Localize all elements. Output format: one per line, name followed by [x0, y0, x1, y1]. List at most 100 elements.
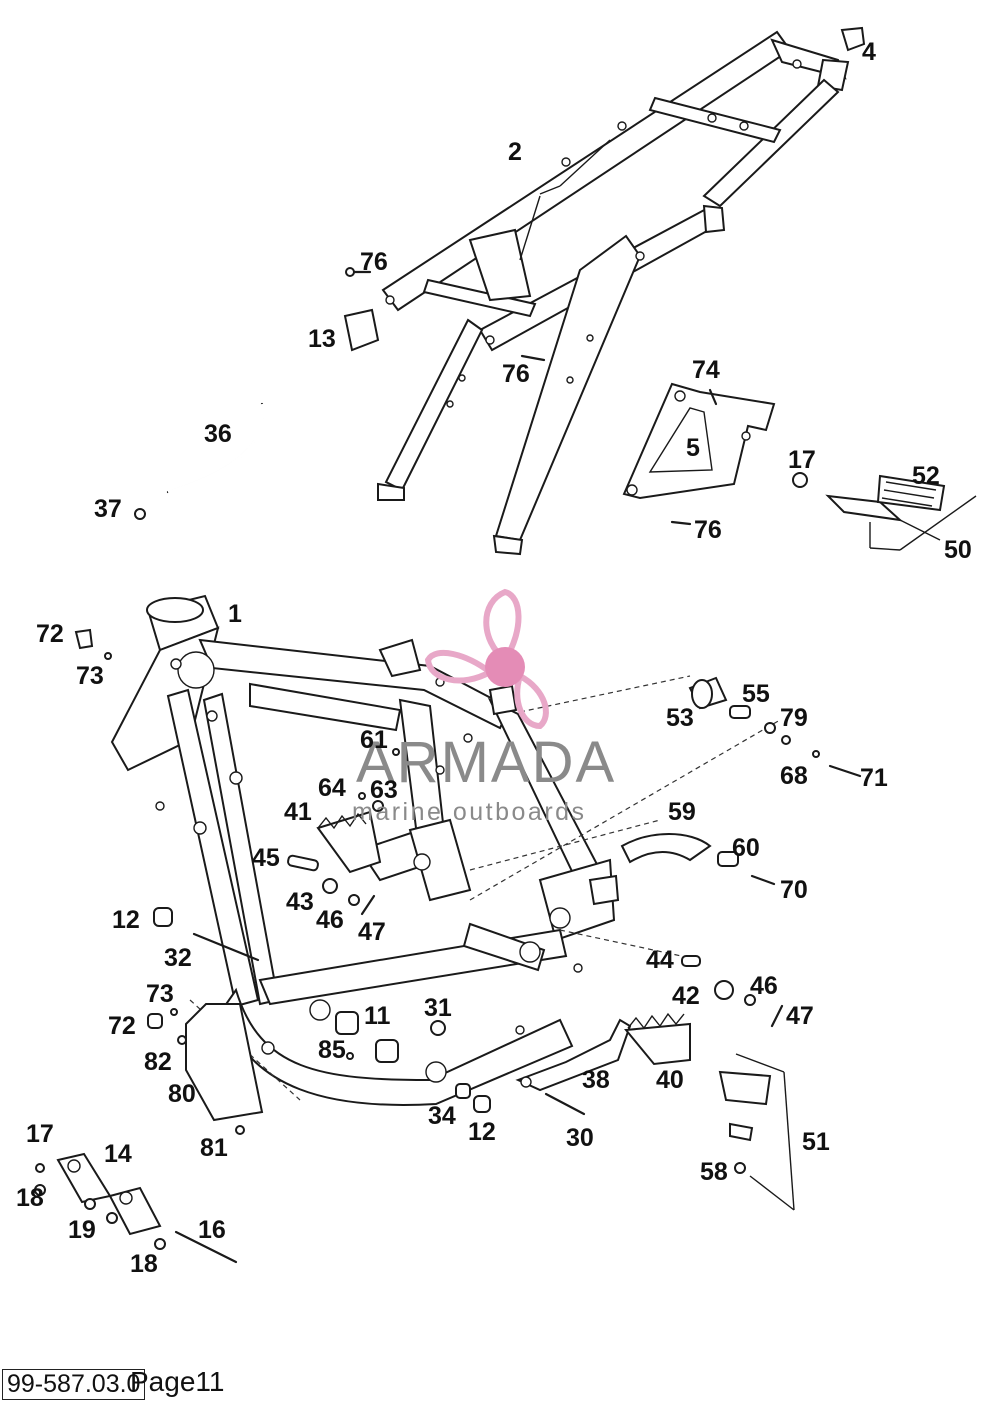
callout-label: 1 [228, 600, 242, 628]
nut-part-31 [430, 1020, 446, 1036]
washer-part-79b [781, 735, 791, 745]
callout-label: 45 [252, 844, 280, 872]
guard-plate-part-80 [177, 1003, 264, 1135]
sleeve-part-55 [729, 705, 751, 719]
propeller-hub-icon [485, 647, 525, 687]
callout-label: 53 [666, 704, 694, 732]
pivot-bushing-part-53 [688, 676, 728, 710]
bolt-part-70 [750, 874, 776, 886]
callout-label: 19 [68, 1216, 96, 1244]
bolt-76-middle [520, 354, 546, 362]
callout-label: 76 [360, 248, 388, 276]
callout-label: 18 [16, 1184, 44, 1212]
callout-labels: 4 2 76 13 76 74 5 36 17 52 37 76 50 1 72… [16, 38, 972, 1278]
side-bracket-part-5 [622, 382, 776, 526]
spacer-part-60 [717, 851, 739, 867]
callout-label: 4 [862, 38, 876, 66]
callout-label: 37 [94, 495, 122, 523]
bumper-part-72-top [74, 628, 112, 660]
washer-part-46-left [348, 894, 360, 906]
callout-label: 58 [700, 1158, 728, 1186]
callout-label: 68 [780, 762, 808, 790]
callout-label: 82 [144, 1048, 172, 1076]
callout-label: 63 [370, 776, 398, 804]
clip-part-13 [343, 308, 380, 352]
callout-label: 46 [750, 972, 778, 1000]
callout-label: 73 [146, 980, 174, 1008]
pivot-bolt-part-71 [828, 764, 862, 778]
callout-label: 31 [424, 994, 452, 1022]
watermark-logo: ARMADA marine outboards [352, 588, 614, 826]
callout-label: 17 [788, 446, 816, 474]
propeller-blade-icon [483, 588, 522, 665]
callout-label: 17 [26, 1120, 54, 1148]
callout-label: 50 [944, 536, 972, 564]
bushing-part-11 [335, 1011, 399, 1063]
spring-part-42 [714, 980, 734, 1000]
callout-label: 73 [76, 662, 104, 690]
clip-part-47-left [360, 894, 376, 916]
footpeg-part-41 [316, 810, 382, 874]
callout-label: 71 [860, 764, 888, 792]
callout-label: 47 [786, 1002, 814, 1030]
footrest-assembly-50 [792, 472, 977, 551]
callout-label: 12 [112, 906, 140, 934]
bushings-34-12 [455, 1083, 491, 1113]
callout-label: 64 [318, 774, 346, 802]
callout-label: 12 [468, 1118, 496, 1146]
callout-label: 51 [802, 1128, 830, 1156]
washer-part-46-right [744, 994, 756, 1006]
callout-label: 16 [198, 1216, 226, 1244]
drawing-code: 99-587.03.0 [2, 1369, 146, 1400]
callout-label: 47 [358, 918, 386, 946]
callout-label: 18 [130, 1250, 158, 1278]
seal-part-79 [764, 722, 776, 734]
pin-part-45 [287, 854, 319, 872]
brake-pedal-part-38 [515, 1018, 632, 1092]
clamp-part-37 [134, 508, 146, 520]
propeller-blade-icon [514, 671, 549, 730]
callout-label: 5 [686, 434, 700, 462]
callout-label: 80 [168, 1080, 196, 1108]
callout-label: 59 [668, 798, 696, 826]
callout-label: 44 [646, 946, 674, 974]
nut-part-85 [346, 1052, 354, 1060]
foot-rubber-assembly-51 [718, 1053, 795, 1211]
stand-bracket-part-14 [34, 1152, 238, 1264]
callout-label: 70 [780, 876, 808, 904]
callout-label: 61 [360, 726, 388, 754]
callout-label: 76 [694, 516, 722, 544]
footpeg-part-40 [624, 1012, 691, 1066]
callout-label: 30 [566, 1124, 594, 1152]
callout-label: 43 [286, 888, 314, 916]
callout-label: 13 [308, 325, 336, 353]
callout-label: 81 [200, 1134, 228, 1162]
clip-part-47-right [770, 1004, 784, 1028]
pin-part-44 [681, 955, 701, 967]
bushing-part-12-left [153, 907, 173, 927]
callout-label: 34 [428, 1102, 456, 1130]
ring-part-68 [812, 750, 820, 758]
bumper-part-72-lower [147, 1008, 178, 1029]
callout-label: 32 [164, 944, 192, 972]
callout-label: 74 [692, 356, 720, 384]
callout-label: 52 [912, 462, 940, 490]
callout-label: 72 [36, 620, 64, 648]
callout-label: 79 [780, 704, 808, 732]
callout-label: 40 [656, 1066, 684, 1094]
spring-part-43 [322, 878, 338, 894]
callout-label: 55 [742, 680, 770, 708]
callout-label: 72 [108, 1012, 136, 1040]
bolt-part-32 [192, 932, 260, 962]
callout-label: 41 [284, 798, 312, 826]
bolt-part-30 [544, 1092, 586, 1116]
page-number: Page11 [130, 1366, 225, 1397]
callout-label: 2 [508, 138, 522, 166]
callout-label: 60 [732, 834, 760, 862]
cap-part-4 [840, 26, 866, 52]
bolt-76-upper [345, 267, 372, 277]
main-frame [110, 594, 620, 1106]
callout-label: 38 [582, 1066, 610, 1094]
callout-label: 42 [672, 982, 700, 1010]
callout-label: 46 [316, 906, 344, 934]
